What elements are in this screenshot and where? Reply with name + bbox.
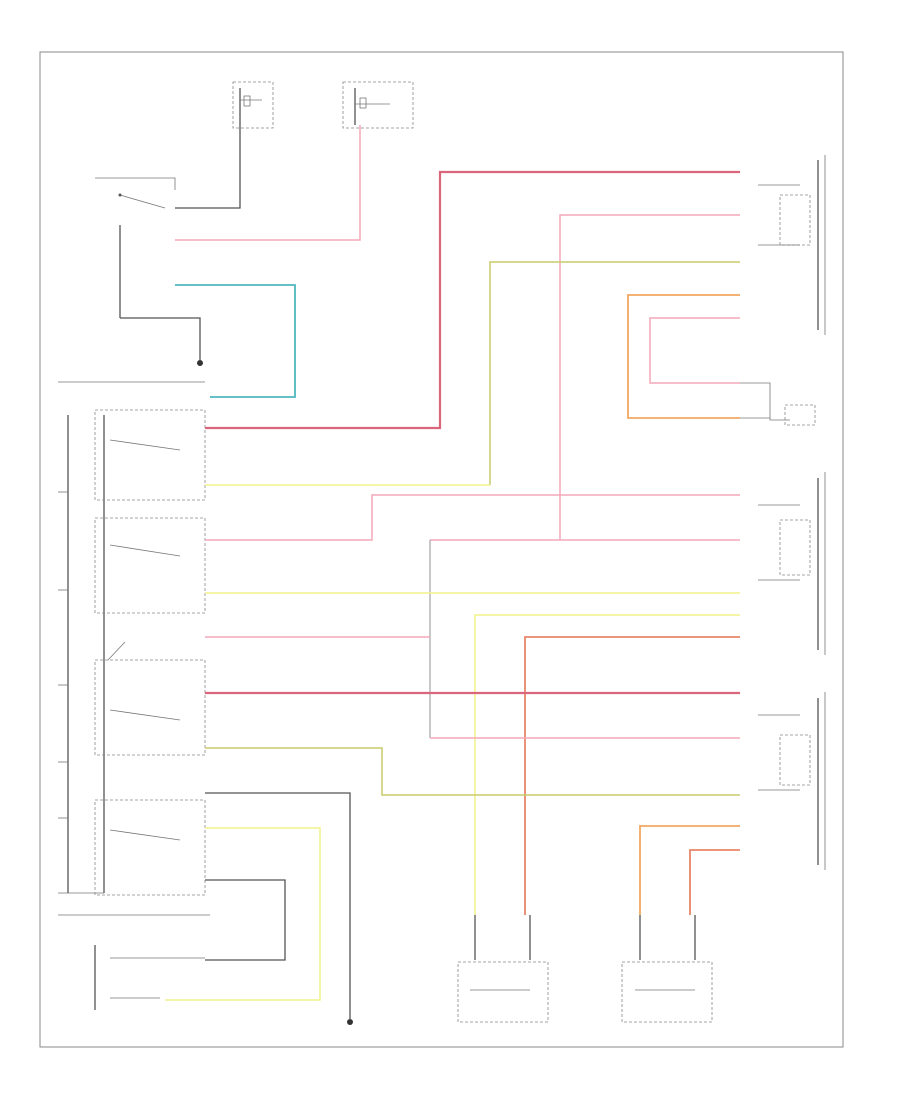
diagram-border xyxy=(39,51,844,1048)
switch-contacts xyxy=(107,439,181,841)
circuit-breaker xyxy=(95,177,176,209)
right-front-switch xyxy=(758,692,826,870)
master-lr-switch xyxy=(94,517,206,614)
left-door-lock-motor xyxy=(457,915,549,1023)
fuse-box-right xyxy=(342,81,414,129)
master-rf-switch xyxy=(94,659,206,756)
master-switch-bus xyxy=(58,415,210,916)
fuse-box-left xyxy=(232,81,274,129)
right-door-lock-motor xyxy=(621,915,713,1023)
master-lf-switch xyxy=(94,799,206,896)
right-rear-motor xyxy=(784,404,816,426)
master-rr-switch xyxy=(94,409,206,501)
right-rear-switch xyxy=(758,155,826,335)
left-rear-switch xyxy=(758,472,826,655)
lock-switch xyxy=(94,945,205,1010)
